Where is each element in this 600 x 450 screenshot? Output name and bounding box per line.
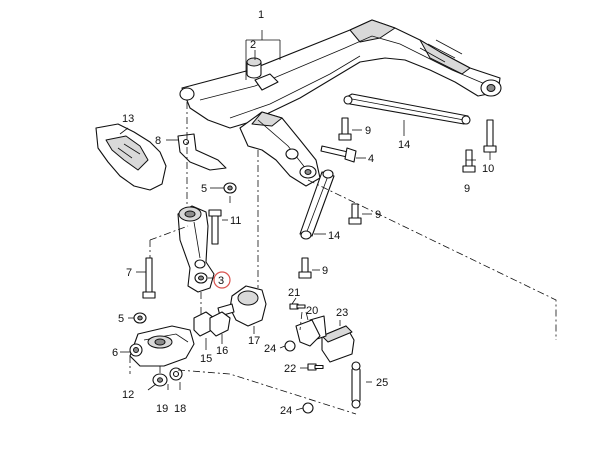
shim-plates-part-15-16 (193, 311, 231, 337)
callout-7: 7 (126, 267, 132, 279)
callout-3: 3 (218, 275, 224, 287)
bolt-part-4 (320, 145, 357, 163)
callout-8: 8 (155, 135, 161, 147)
heat-shield-part-13 (95, 123, 167, 191)
callout-19: 19 (156, 403, 168, 415)
bushing-part-18 (169, 367, 183, 381)
callout-5-upper: 5 (201, 183, 207, 195)
bushing-part-2 (246, 57, 262, 79)
leader-lines (119, 30, 491, 411)
callout-21: 21 (288, 287, 300, 299)
callout-1: 1 (258, 9, 264, 21)
bolt-part-10 (483, 119, 497, 153)
bolt-part-9-c (348, 203, 362, 225)
callout-4: 4 (368, 153, 374, 165)
callout-15: 15 (200, 353, 212, 365)
callout-2: 2 (250, 39, 256, 51)
callout-24-lower: 24 (280, 405, 292, 417)
callout-16: 16 (216, 345, 228, 357)
washer-part-19 (152, 373, 168, 387)
mount-bracket-part-6 (129, 325, 195, 367)
rubber-mount-part-17 (217, 285, 267, 327)
callout-9-d: 9 (322, 265, 328, 277)
callout-13: 13 (122, 113, 134, 125)
nut-part-24-b (302, 402, 314, 414)
bracket-part-20 (295, 319, 321, 347)
link-rod-part-25 (351, 361, 361, 409)
callout-17: 17 (248, 335, 260, 347)
nut-part-5-b (133, 312, 147, 324)
callout-12: 12 (122, 389, 134, 401)
callout-18: 18 (174, 403, 186, 415)
nut-part-5-a (223, 182, 237, 194)
bolt-part-9-b (462, 149, 476, 173)
screw-part-22 (307, 363, 324, 371)
bolt-part-9-d (298, 257, 312, 279)
nut-part-24-a (284, 340, 296, 352)
callout-6: 6 (112, 347, 118, 359)
bolt-part-7 (142, 257, 156, 299)
callout-9-c: 9 (375, 209, 381, 221)
callout-24-upper: 24 (264, 343, 276, 355)
bolt-part-11 (208, 209, 222, 245)
callout-23: 23 (336, 307, 348, 319)
callout-5-lower: 5 (118, 313, 124, 325)
callout-11: 11 (230, 215, 241, 227)
subframe-crossmember (179, 19, 502, 187)
callout-14-lower: 14 (328, 230, 340, 242)
callout-labels: 1 2 3 4 5 5 6 7 8 9 9 9 9 10 11 12 13 14… (112, 9, 494, 417)
callout-14-upper: 14 (398, 139, 410, 151)
brace-strut-upper (343, 93, 471, 125)
callout-10: 10 (482, 163, 494, 175)
assembly-guide-lines (129, 102, 557, 415)
bracket-part-8 (177, 133, 227, 171)
bolt-part-9-a (338, 117, 352, 141)
highlight-ring-callout-3 (213, 271, 231, 289)
callout-20: 20 (306, 305, 318, 317)
engine-mount-arm-part-3 (177, 205, 215, 293)
screw-part-21 (289, 303, 306, 310)
callout-25: 25 (376, 377, 388, 389)
callout-9-b: 9 (464, 183, 470, 195)
callout-22: 22 (284, 363, 296, 375)
callout-9-a: 9 (365, 125, 371, 137)
brace-strut-lower (299, 169, 335, 240)
